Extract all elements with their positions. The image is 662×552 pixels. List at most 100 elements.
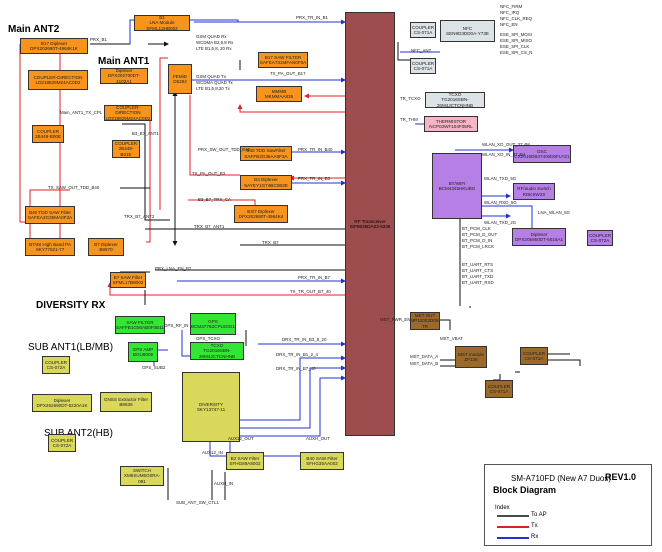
block-title: GNSS Extractor Filter (103, 396, 149, 402)
block-title: B17 Diplexer (40, 40, 68, 46)
label-mst-pwr-en: MST_PWR_EN (380, 317, 411, 322)
label-ese-spi-cs-n: ESE_SPI_CS_N (500, 50, 533, 55)
block-title: TCXO (448, 92, 462, 98)
block-part: 2B448-B01E (118, 146, 134, 157)
block-part: CS-072A (52, 443, 72, 448)
label-bt-pcm-d-out: BT_PCM_D_OUT (462, 232, 498, 237)
label-drx-tr-in-b7-40: DRX_TR_IN_B7_40 (276, 366, 316, 371)
block-title: THERMISTOR (435, 118, 467, 124)
block-title: COUPLER (50, 437, 74, 443)
block-title: Diplexer (115, 68, 133, 74)
block-title: DIVERSITY (198, 401, 224, 407)
legend-rev: REV1.0 (605, 472, 637, 482)
block-subtitle: LNA Module (149, 20, 175, 26)
label-b3-b7-trx-ca: B3_B7_TRX_CA (198, 197, 231, 202)
label-sub-ant-sw-ctl1: SUB_ANT_SW_CTL1 (176, 500, 219, 505)
block-title: B7 Diplexer (94, 241, 118, 247)
block-title: COUPLER (411, 60, 435, 66)
legend-title: Block Diagram (493, 485, 557, 495)
block-part: DPX202690T-4964K1K (30, 46, 78, 51)
label-wlan-txd-2g: WLAN_TXD_2G (484, 220, 517, 225)
legend-to-ap: To AP (531, 512, 547, 518)
label-wlan-rxd-5g: WLAN_RXD_5G (484, 200, 517, 205)
block-part: ZF126 (464, 357, 478, 362)
block-title: SWITCH (132, 468, 152, 474)
block-title: BT/WIFI (448, 180, 466, 186)
label-wlan-xo-out: WLAN_XO_OUT_37.4M (482, 142, 530, 147)
block-part: CS-072A (590, 238, 610, 243)
label-tx-pa-out-b17: TX_PA_OUT_B17 (270, 71, 306, 76)
block-part: CS-071A (413, 30, 433, 35)
block-title: MST module (458, 351, 484, 357)
block-title: TCXO (210, 343, 224, 349)
label-wcdma-rx: WCDMA B2,5,8 Rx (196, 40, 234, 45)
block-title: B7/48 High Band PA (29, 241, 71, 247)
block-part: CS-071A (413, 66, 433, 71)
block-title: B40 TDD SAW Filter (29, 209, 71, 215)
label-drx-tr-in-b3-8-20: DRX_TR_IN_B3_8_20 (282, 337, 327, 342)
block-part: RDKSW2S (522, 191, 546, 197)
block-part: SAFEA731MFAN0F0A (259, 60, 307, 65)
label-prx-tr-in-b1: PRX_TR_IN_B1 (296, 15, 328, 20)
legend-swatches (497, 515, 529, 539)
block-part: CX2016DB37400D0FLFZ1 (514, 154, 570, 159)
label-mst-vbat: MST_VBAT (440, 336, 463, 341)
label-bt-uart-rts: BT_UART_RTS (462, 262, 494, 267)
block-part: CS-071A (489, 389, 509, 394)
label-drx-tr-in-b1-2-4: DRX_TR_IN_B1_2_4 (276, 352, 318, 357)
label-tx-saw-out-tdd-b40: TX_SAW_OUT_TDD_B40 (48, 185, 100, 190)
section-main-ant1: Main ANT1 (98, 56, 150, 67)
block-part: XM5SUM6G0RA-081 (123, 473, 161, 484)
block-part: B8870 (99, 247, 113, 252)
section-sub-ant2: SUB ANT2(HB) (44, 428, 113, 439)
label-prx-b1: PRX_B1 (90, 37, 107, 42)
block-part: SFML13HB002 (146, 25, 178, 31)
label-nfc-clk-req: NFC_CLK_REQ (500, 16, 532, 21)
label-ese-spi-miso: ESE_SPI_MISO (500, 38, 532, 43)
label-mst-data-b: MST_DATA_B (410, 361, 439, 366)
block-title: Diplexer (53, 397, 71, 403)
block-part: 2B448-B00E (34, 134, 62, 139)
block-title: COUPLER-DIRECTION (33, 74, 83, 80)
label-main-ant1-tx-cpl: Main_ANT1_TX_CPL (60, 110, 103, 115)
block-title: B40 SAW Filter (306, 455, 338, 461)
label-prx-tr-in-b40: PRX_TR_IN_B40 (298, 147, 333, 152)
block-title: COUPLER (522, 350, 546, 356)
label-ese-spi-mosi: ESE_SPI_MOSI (500, 32, 532, 37)
block-title: MST OUT (414, 313, 436, 319)
block-title: COUPLER (411, 24, 435, 30)
block-part: ISP9635DA03-6336 (349, 224, 391, 229)
block-part: SAFFB2G35AA0F3A (244, 153, 288, 159)
label-trx-b7-ant2: TRX_B7_ANT2 (124, 214, 155, 219)
block-title: B3/7 Diplexer (247, 208, 275, 214)
block-part: SFHG89A8002 (229, 461, 261, 466)
block-part: CS-071A (524, 356, 544, 361)
block-part: SEN9D3DD0A-Y73E (446, 31, 489, 36)
block-part: SAYEY1G74BC0B3E (244, 182, 288, 188)
label-nfc-firm: NFC_FIRM (500, 4, 523, 9)
label-nfc-en: NFC_EN (500, 22, 518, 27)
section-sub-ant1: SUB ANT1(LB/MB) (28, 342, 114, 353)
label-trx-b7-ant1: TRX_B7_ANT1 (194, 224, 225, 229)
label-tr-tcxo: TR_TCXO (400, 96, 421, 101)
label-gps-tcxo: GPS_TCXO (196, 336, 220, 341)
block-title: RF/audio Switch (517, 186, 551, 192)
